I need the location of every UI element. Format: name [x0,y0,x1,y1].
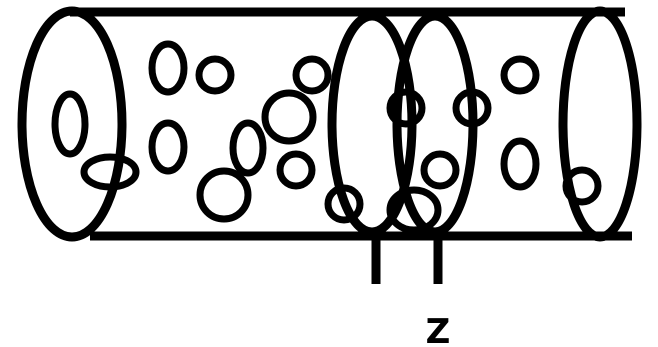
bubble [386,88,426,128]
bubble [229,119,267,177]
bubble [500,55,540,95]
bubble [324,184,364,224]
bubble [148,40,188,96]
bubble [276,150,316,190]
bubble [500,137,540,191]
bubble [148,119,188,175]
slice-label: Z [426,312,451,347]
cylinder-left-end [17,6,127,242]
bubble [562,166,602,206]
bubble [51,90,89,158]
bubble [80,153,140,191]
bubble [292,55,332,95]
bubble [420,150,460,190]
bubble [452,88,492,128]
bubble [196,167,252,223]
bubble [261,89,317,145]
cylinder-right-end [558,6,642,242]
bubble [195,55,235,95]
bubble [386,186,442,234]
